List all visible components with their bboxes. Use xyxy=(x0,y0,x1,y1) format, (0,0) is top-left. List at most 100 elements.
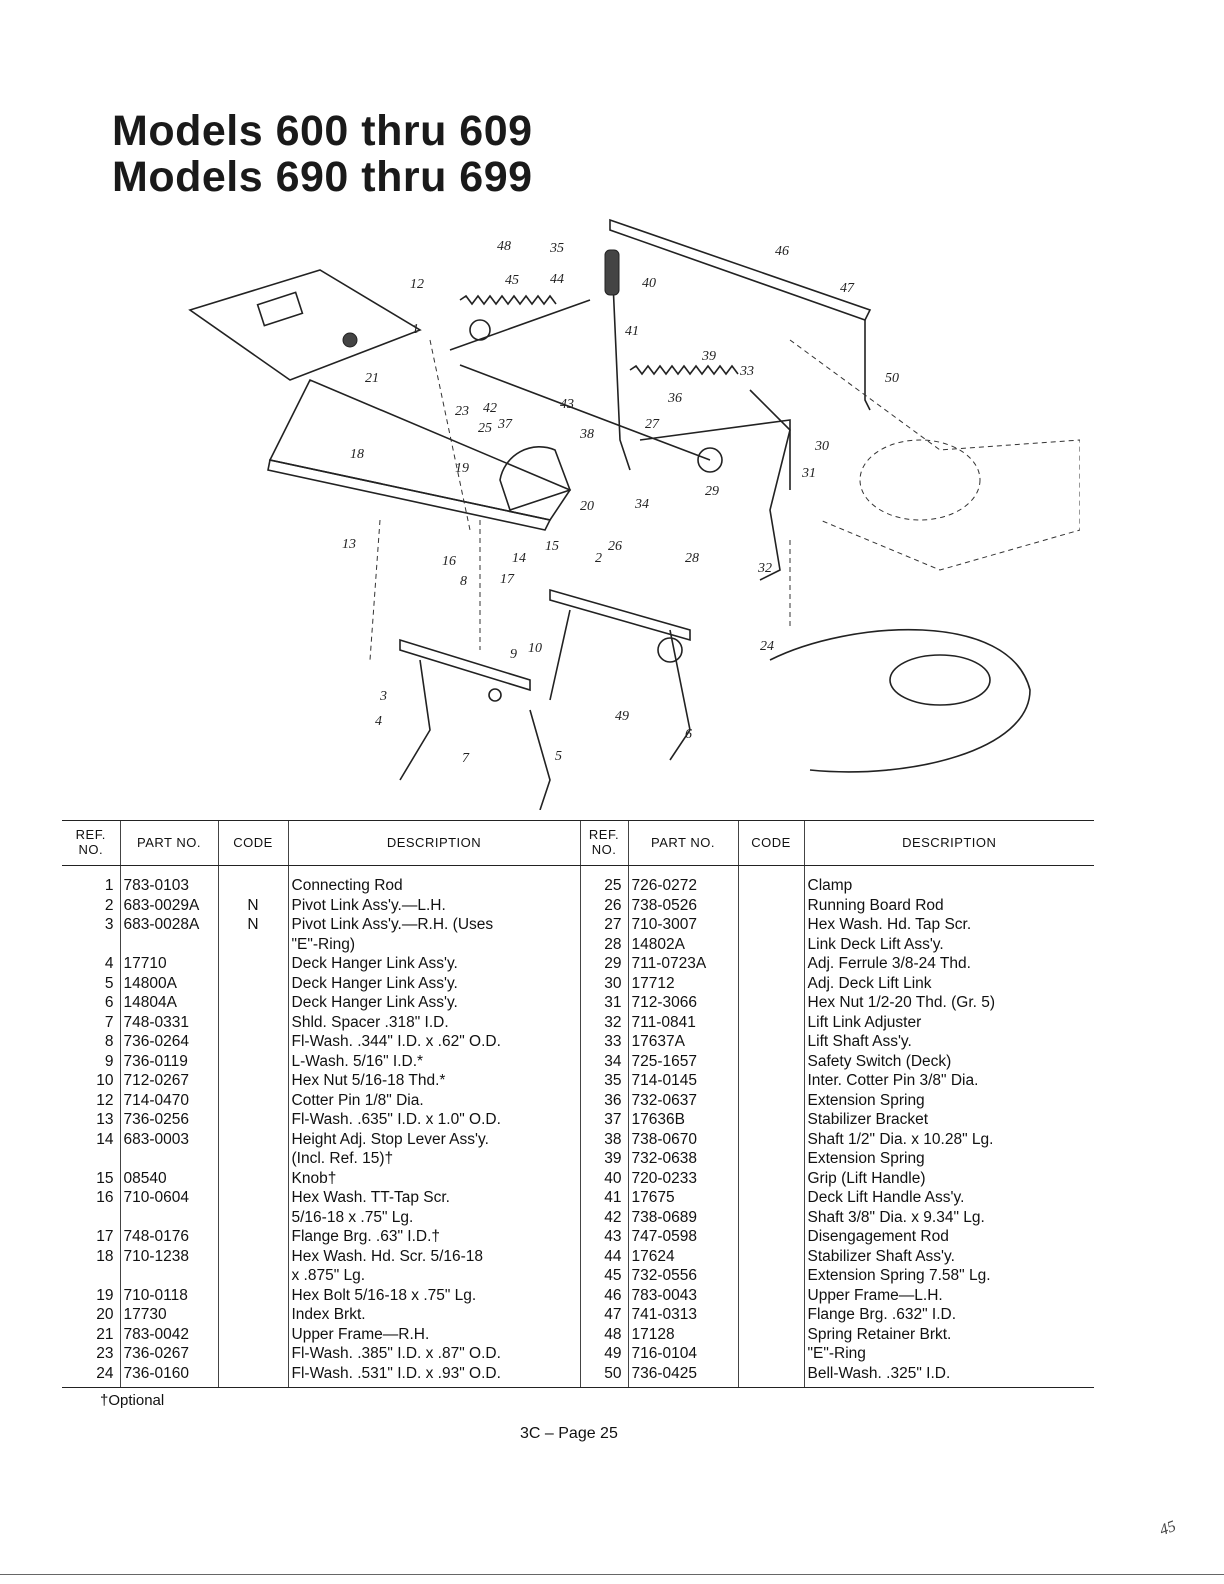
callout-label: 13 xyxy=(342,537,356,552)
extension-spring-39 xyxy=(629,364,739,376)
left-ref-cell: 6 xyxy=(104,994,114,1011)
left-ref-cell: 20 xyxy=(96,1306,114,1323)
right-part-cell: 714-0145 xyxy=(627,1071,738,1091)
callout-label: 34 xyxy=(634,497,649,512)
left-part-cell: 736-0119 xyxy=(119,1051,218,1071)
right-code-cell xyxy=(737,1246,804,1266)
left-desc-cell: Pivot Link Ass'y.—L.H. xyxy=(287,895,580,915)
right-part-cell: 732-0637 xyxy=(627,1090,738,1110)
left-ref-cell xyxy=(62,1208,120,1228)
right-desc-cell: Lift Shaft Ass'y. xyxy=(803,1032,1094,1052)
right-desc-cell: Disengagement Rod xyxy=(803,1227,1094,1247)
right-ref-cell: 48 xyxy=(579,1324,628,1344)
left-ref-cell: 2 xyxy=(104,896,114,914)
callout-label: 12 xyxy=(410,277,424,292)
left-code-cell xyxy=(217,1071,288,1091)
left-part-cell: 748-0176 xyxy=(119,1227,218,1247)
right-part-cell: 738-0670 xyxy=(627,1129,738,1149)
right-ref-cell: 31 xyxy=(579,993,628,1013)
right-ref-cell: 50 xyxy=(579,1363,628,1388)
right-ref-cell: 36 xyxy=(579,1090,628,1110)
right-desc-cell: Spring Retainer Brkt. xyxy=(803,1324,1094,1344)
callout-label: 2 xyxy=(595,551,602,566)
callout-label: 39 xyxy=(701,349,716,364)
header-part-no: PART NO. xyxy=(119,820,218,866)
left-code-cell xyxy=(217,1266,288,1286)
right-part-cell: 726-0272 xyxy=(627,865,738,896)
left-code-cell xyxy=(217,1110,288,1130)
right-part-cell: 716-0104 xyxy=(627,1344,738,1364)
left-code-cell xyxy=(217,1129,288,1149)
left-part-cell: 683-0028A xyxy=(119,915,218,935)
left-desc-cell: Flange Brg. .63" I.D.† xyxy=(287,1227,580,1247)
right-ref-cell: 43 xyxy=(579,1227,628,1247)
right-code-cell xyxy=(737,1207,804,1227)
left-part-cell: 08540 xyxy=(119,1168,218,1188)
right-code-cell xyxy=(737,973,804,993)
callout-label: 4 xyxy=(375,714,382,729)
right-desc-cell: Adj. Deck Lift Link xyxy=(803,973,1094,993)
callout-label: 40 xyxy=(642,276,656,291)
right-ref-cell: 49 xyxy=(579,1344,628,1364)
right-desc-cell: Shaft 1/2" Dia. x 10.28" Lg. xyxy=(803,1129,1094,1149)
right-code-cell xyxy=(737,1110,804,1130)
right-code-cell xyxy=(737,1266,804,1286)
right-part-cell: 747-0598 xyxy=(627,1227,738,1247)
left-code-cell xyxy=(217,993,288,1013)
right-code-cell xyxy=(737,1032,804,1052)
callout-label: 19 xyxy=(455,461,469,476)
callout-label: 29 xyxy=(705,484,719,499)
callout-label: 8 xyxy=(460,574,467,589)
right-ref-cell: 39 xyxy=(579,1149,628,1169)
right-desc-cell: Hex Nut 1/2-20 Thd. (Gr. 5) xyxy=(803,993,1094,1013)
right-part-cell: 17636B xyxy=(627,1110,738,1130)
left-ref-cell: 15 xyxy=(96,1169,114,1187)
platform-plate xyxy=(188,269,422,381)
left-desc-cell: Fl-Wash. .635" I.D. x 1.0" O.D. xyxy=(287,1110,580,1130)
right-ref-cell: 33 xyxy=(579,1032,628,1052)
left-part-cell: 783-0103 xyxy=(119,865,218,896)
callout-label: 49 xyxy=(615,709,629,724)
right-part-cell: 783-0043 xyxy=(627,1285,738,1305)
left-code-cell xyxy=(217,1363,288,1388)
left-part-cell: 736-0256 xyxy=(119,1110,218,1130)
right-code-cell xyxy=(737,1324,804,1344)
left-ref-cell: 5 xyxy=(104,974,114,992)
callout-label: 7 xyxy=(462,751,470,766)
right-code-cell xyxy=(737,1188,804,1208)
right-desc-cell: Shaft 3/8" Dia. x 9.34" Lg. xyxy=(803,1207,1094,1227)
left-part-cell: 710-0118 xyxy=(119,1285,218,1305)
extension-spring-45 xyxy=(459,294,557,306)
callout-label: 48 xyxy=(497,239,511,254)
right-ref-cell: 37 xyxy=(579,1110,628,1130)
right-part-cell: 720-0233 xyxy=(627,1168,738,1188)
callout-label: 35 xyxy=(549,241,564,256)
left-ref-cell: 8 xyxy=(104,1033,114,1050)
callout-label: 47 xyxy=(840,281,855,296)
left-code-cell xyxy=(217,1149,288,1169)
callout-label: 37 xyxy=(497,417,513,432)
right-desc-cell: Upper Frame—L.H. xyxy=(803,1285,1094,1305)
callout-label: 18 xyxy=(350,447,364,462)
header-ref-no: REF. NO. xyxy=(62,820,120,866)
callout-label: 30 xyxy=(814,439,829,454)
right-desc-cell: Stabilizer Bracket xyxy=(803,1110,1094,1130)
right-ref-cell: 34 xyxy=(579,1051,628,1071)
right-desc-cell: Clamp xyxy=(803,865,1094,896)
optional-footnote: †Optional xyxy=(100,1392,165,1409)
left-desc-cell: "E"-Ring) xyxy=(287,934,580,954)
right-ref-cell: 47 xyxy=(579,1305,628,1325)
callout-label: 10 xyxy=(528,641,542,656)
left-desc-cell: Upper Frame—R.H. xyxy=(287,1324,580,1344)
left-ref-cell xyxy=(62,1149,120,1169)
left-ref-cell: 24 xyxy=(62,1363,120,1388)
left-desc-cell: 5/16-18 x .75" Lg. xyxy=(287,1207,580,1227)
callout-label: 41 xyxy=(625,324,639,339)
